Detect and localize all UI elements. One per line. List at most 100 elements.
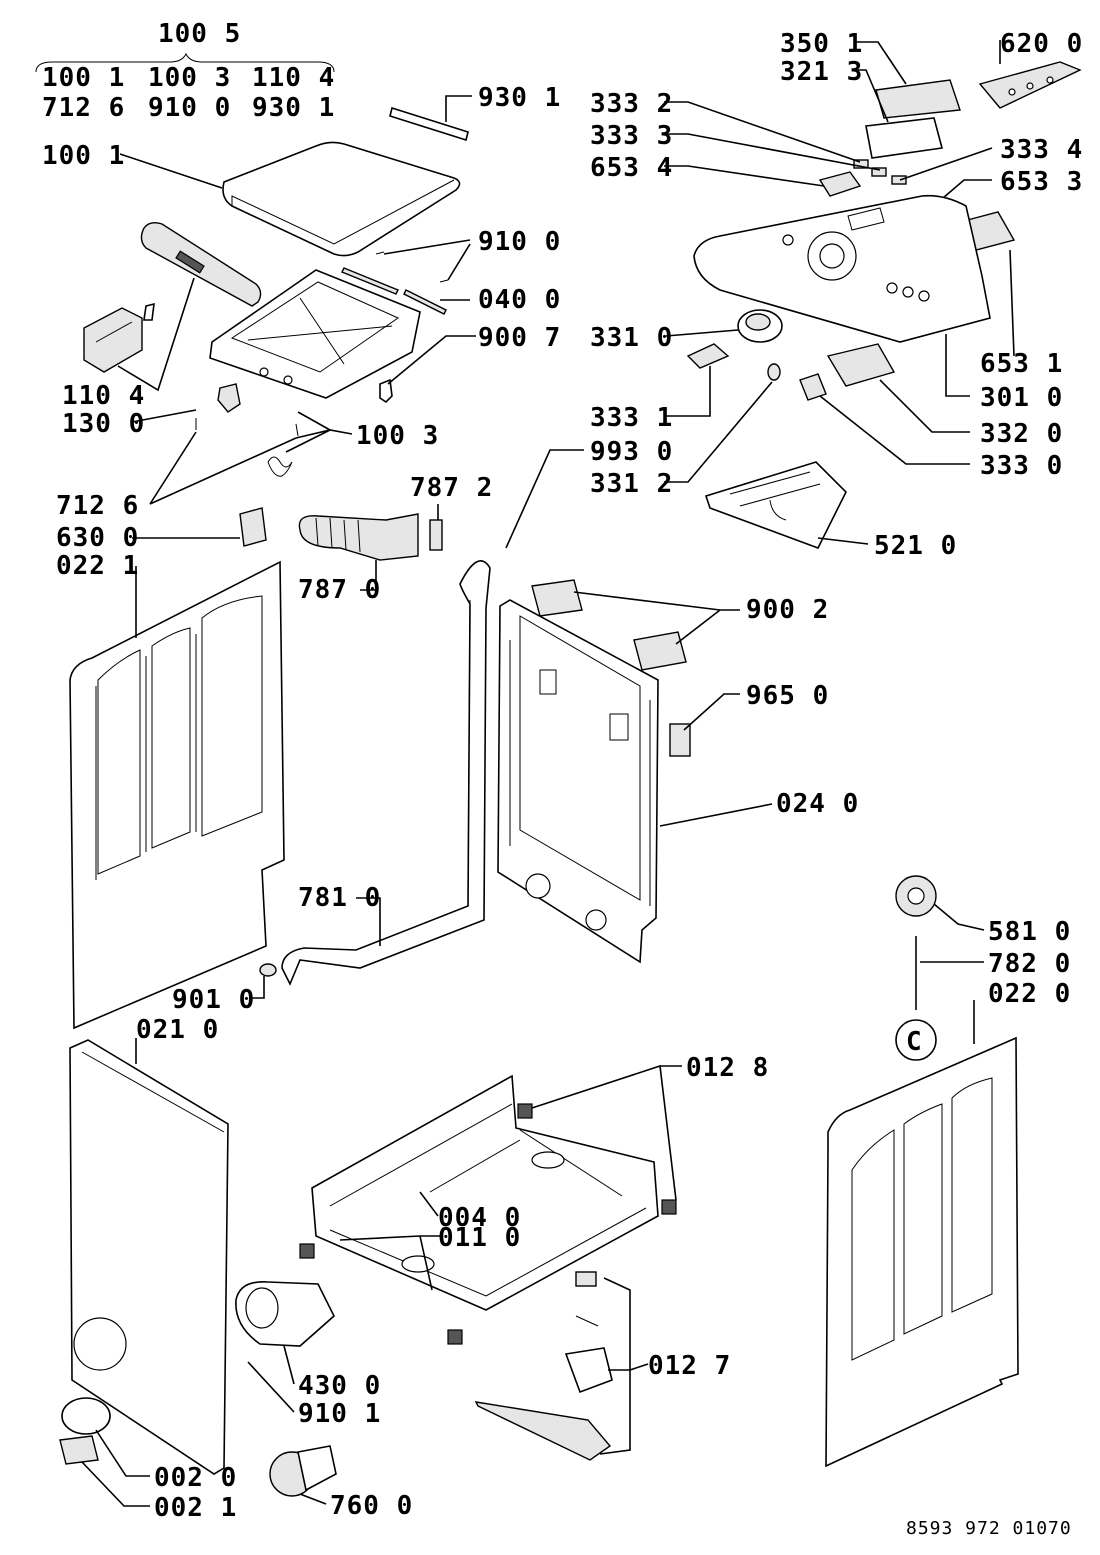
label-130-0[interactable]: 130 0 bbox=[62, 409, 145, 439]
label-110-4[interactable]: 110 4 bbox=[62, 381, 145, 411]
part-781-0-drain-pipe[interactable] bbox=[281, 560, 491, 986]
label-021-0[interactable]: 021 0 bbox=[136, 1015, 219, 1045]
part-012-7-stand[interactable] bbox=[474, 1271, 649, 1461]
part-022-0-side-panel-right[interactable] bbox=[825, 1000, 1019, 1468]
part-782-0-rod[interactable] bbox=[915, 936, 984, 1010]
label-901-0[interactable]: 901 0 bbox=[172, 985, 255, 1015]
label-581-0[interactable]: 581 0 bbox=[988, 917, 1071, 947]
label-321-3[interactable]: 321 3 bbox=[780, 57, 863, 87]
label-653-3[interactable]: 653 3 bbox=[1000, 167, 1083, 197]
label-040-0[interactable]: 040 0 bbox=[478, 285, 561, 315]
label-301-0[interactable]: 301 0 bbox=[980, 383, 1063, 413]
label-521-0[interactable]: 521 0 bbox=[874, 531, 957, 561]
part-331-0-knob[interactable] bbox=[665, 309, 783, 343]
label-653-1[interactable]: 653 1 bbox=[980, 349, 1063, 379]
label-900-2[interactable]: 900 2 bbox=[746, 595, 829, 625]
label-331-0[interactable]: 331 0 bbox=[590, 323, 673, 353]
part-581-0-pulley[interactable] bbox=[895, 875, 985, 931]
label-012-8[interactable]: 012 8 bbox=[686, 1053, 769, 1083]
part-021-0-front-panel[interactable] bbox=[69, 1038, 229, 1475]
group-item-712-6[interactable]: 712 6 bbox=[42, 93, 125, 123]
label-350-1[interactable]: 350 1 bbox=[780, 29, 863, 59]
part-333-buttons[interactable] bbox=[664, 101, 993, 185]
part-100-3-spring[interactable] bbox=[267, 411, 353, 477]
label-965-0[interactable]: 965 0 bbox=[746, 681, 829, 711]
part-012-8-feet[interactable] bbox=[299, 1064, 682, 1345]
group-item-100-3[interactable]: 100 3 bbox=[148, 63, 231, 93]
part-930-1-strip[interactable] bbox=[389, 95, 472, 142]
part-100-1-lid[interactable] bbox=[222, 141, 461, 257]
part-331-2-cap[interactable] bbox=[664, 363, 781, 483]
part-110-4-front-trim[interactable] bbox=[140, 221, 262, 307]
part-900-2-mounts[interactable] bbox=[531, 579, 740, 671]
label-910-0[interactable]: 910 0 bbox=[478, 227, 561, 257]
part-350-1-display[interactable] bbox=[854, 41, 961, 119]
group-label[interactable]: 100 5 bbox=[158, 19, 241, 49]
part-022-1-side-panel-left[interactable] bbox=[69, 560, 285, 1030]
part-787-0-hose[interactable] bbox=[298, 513, 419, 591]
label-333-4[interactable]: 333 4 bbox=[1000, 135, 1083, 165]
group-item-910-0[interactable]: 910 0 bbox=[148, 93, 231, 123]
part-130-0-lock[interactable] bbox=[131, 383, 241, 423]
label-333-3[interactable]: 333 3 bbox=[590, 121, 673, 151]
part-760-0-filter[interactable] bbox=[269, 1445, 337, 1505]
part-321-3-window[interactable] bbox=[856, 69, 944, 159]
part-910-1-screw[interactable] bbox=[247, 1361, 295, 1413]
group-item-110-4[interactable]: 110 4 bbox=[252, 63, 335, 93]
part-430-0-pump[interactable] bbox=[235, 1281, 335, 1385]
label-333-0[interactable]: 333 0 bbox=[980, 451, 1063, 481]
label-333-1[interactable]: 333 1 bbox=[590, 403, 673, 433]
group-item-930-1[interactable]: 930 1 bbox=[252, 93, 335, 123]
part-910-0-screws[interactable] bbox=[375, 239, 471, 283]
label-331-2[interactable]: 331 2 bbox=[590, 469, 673, 499]
label-024-0[interactable]: 024 0 bbox=[776, 789, 859, 819]
part-521-0-tray[interactable] bbox=[704, 461, 869, 549]
label-787-2[interactable]: 787 2 bbox=[410, 473, 493, 503]
part-301-0-control-panel[interactable] bbox=[693, 194, 991, 397]
label-100-1[interactable]: 100 1 bbox=[42, 141, 125, 171]
part-024-0-rear-panel[interactable] bbox=[497, 599, 773, 964]
label-002-1[interactable]: 002 1 bbox=[154, 1493, 237, 1523]
part-333-1-lever[interactable] bbox=[664, 343, 730, 417]
part-332-0-switchblock[interactable] bbox=[826, 343, 970, 433]
label-930-1[interactable]: 930 1 bbox=[478, 83, 561, 113]
part-110-4-hinge[interactable] bbox=[83, 302, 155, 373]
label-781-0[interactable]: 781 0 bbox=[298, 883, 381, 913]
label-993-0[interactable]: 993 0 bbox=[590, 437, 673, 467]
label-100-3[interactable]: 100 3 bbox=[356, 421, 439, 451]
label-760-0[interactable]: 760 0 bbox=[330, 1491, 413, 1521]
label-712-6[interactable]: 712 6 bbox=[56, 491, 139, 521]
part-frame-top[interactable] bbox=[209, 269, 421, 399]
part-965-0-filter[interactable] bbox=[669, 693, 740, 757]
label-011-0[interactable]: 011 0 bbox=[438, 1223, 521, 1253]
label-332-0[interactable]: 332 0 bbox=[980, 419, 1063, 449]
part-620-0-pcb[interactable] bbox=[978, 40, 1082, 109]
label-620-0[interactable]: 620 0 bbox=[1000, 29, 1083, 59]
part-002-0-door[interactable] bbox=[61, 1397, 150, 1477]
part-653-4-bracket[interactable] bbox=[664, 165, 862, 197]
label-630-0[interactable]: 630 0 bbox=[56, 523, 139, 553]
label-002-0[interactable]: 002 0 bbox=[154, 1463, 237, 1493]
label-900-7[interactable]: 900 7 bbox=[478, 323, 561, 353]
part-900-7-clip[interactable] bbox=[379, 335, 476, 404]
part-630-0-block[interactable] bbox=[132, 507, 267, 547]
label-012-7[interactable]: 012 7 bbox=[648, 1351, 731, 1381]
label-333-2[interactable]: 333 2 bbox=[590, 89, 673, 119]
part-712-6-pins[interactable] bbox=[149, 418, 299, 505]
label-022-1[interactable]: 022 1 bbox=[56, 551, 139, 581]
part-040-0-rods[interactable] bbox=[341, 267, 470, 315]
part-787-2-clamp[interactable] bbox=[429, 504, 443, 551]
part-004-0-base-frame[interactable] bbox=[311, 1074, 659, 1311]
label-910-1[interactable]: 910 1 bbox=[298, 1399, 381, 1429]
label-653-4[interactable]: 653 4 bbox=[590, 153, 673, 183]
label-430-0[interactable]: 430 0 bbox=[298, 1371, 381, 1401]
label-787-0[interactable]: 787 0 bbox=[298, 575, 381, 605]
part-901-0-plug[interactable] bbox=[252, 963, 277, 999]
part-002-1-hinge[interactable] bbox=[59, 1435, 150, 1507]
group-item-100-1[interactable]: 100 1 bbox=[42, 63, 125, 93]
label-782-0[interactable]: 782 0 bbox=[988, 949, 1071, 979]
label-022-0[interactable]: 022 0 bbox=[988, 979, 1071, 1009]
label-004-0[interactable]: 004 0 bbox=[438, 1203, 521, 1233]
part-011-0-springs[interactable] bbox=[339, 1235, 440, 1291]
part-333-0-clip[interactable] bbox=[799, 373, 970, 465]
